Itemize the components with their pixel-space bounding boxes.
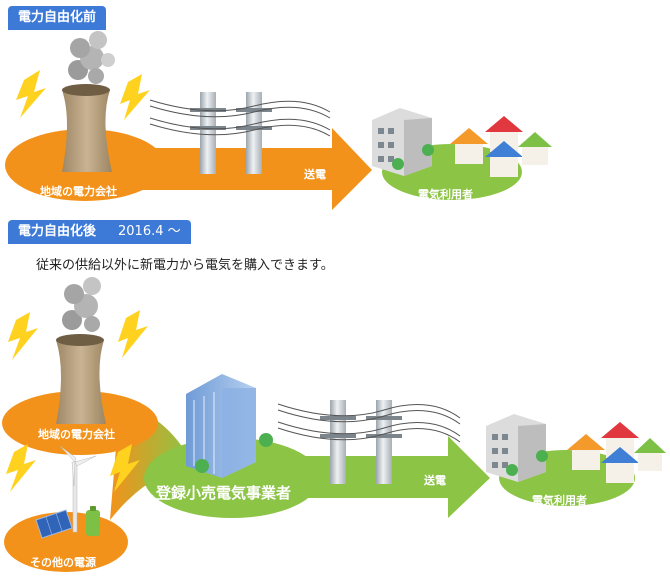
after-source-label: 地域の電力会社 — [38, 428, 115, 441]
house-icon — [567, 434, 605, 470]
after-caption: 従来の供給以外に新電力から電気を購入できます。 — [36, 258, 334, 273]
before-source-label: 地域の電力会社 — [40, 185, 117, 198]
before-consumer-label: 電気利用者 — [418, 188, 473, 201]
wind-turbine-icon — [59, 445, 97, 533]
lightning-bolt-icon — [16, 70, 46, 118]
house-icon — [634, 438, 666, 471]
lightning-bolt-icon — [110, 444, 140, 492]
after-retailer-label: 登録小売電気事業者 — [156, 484, 292, 502]
house-icon — [450, 128, 488, 164]
before-tag-label: 電力自由化前 — [18, 10, 97, 25]
cooling-tower — [56, 277, 106, 424]
solar-panel-icon — [35, 509, 73, 539]
transmission-arrow — [90, 128, 372, 210]
lightning-bolt-icon — [120, 74, 150, 120]
after-tag-date: 2016.4 ～ — [118, 224, 181, 239]
after-other-source-label: その他の電源 — [30, 556, 96, 569]
office-building-icon — [186, 374, 273, 478]
after-section — [2, 277, 666, 572]
lightning-bolt-icon — [6, 444, 36, 492]
lightning-bolt-icon — [8, 312, 38, 360]
before-tag: 電力自由化前 — [8, 6, 107, 30]
transmission-arrow — [250, 436, 490, 518]
after-tag-label: 電力自由化後 — [18, 224, 97, 239]
before-section — [5, 31, 552, 210]
consumer-buildings — [372, 108, 552, 177]
consumer-buildings — [486, 414, 666, 483]
cooling-tower — [62, 31, 115, 172]
utility-poles — [149, 92, 331, 174]
utility-poles — [277, 400, 461, 484]
before-transmit-label: 送電 — [304, 168, 326, 181]
battery-icon — [86, 506, 100, 536]
house-icon — [518, 132, 552, 165]
after-tag: 電力自由化後 2016.4 ～ — [8, 220, 191, 244]
lightning-bolt-icon — [118, 310, 148, 358]
house-icon — [485, 141, 523, 177]
house-icon — [601, 447, 639, 483]
after-transmit-label: 送電 — [424, 474, 446, 487]
after-consumer-label: 電気利用者 — [532, 494, 587, 507]
